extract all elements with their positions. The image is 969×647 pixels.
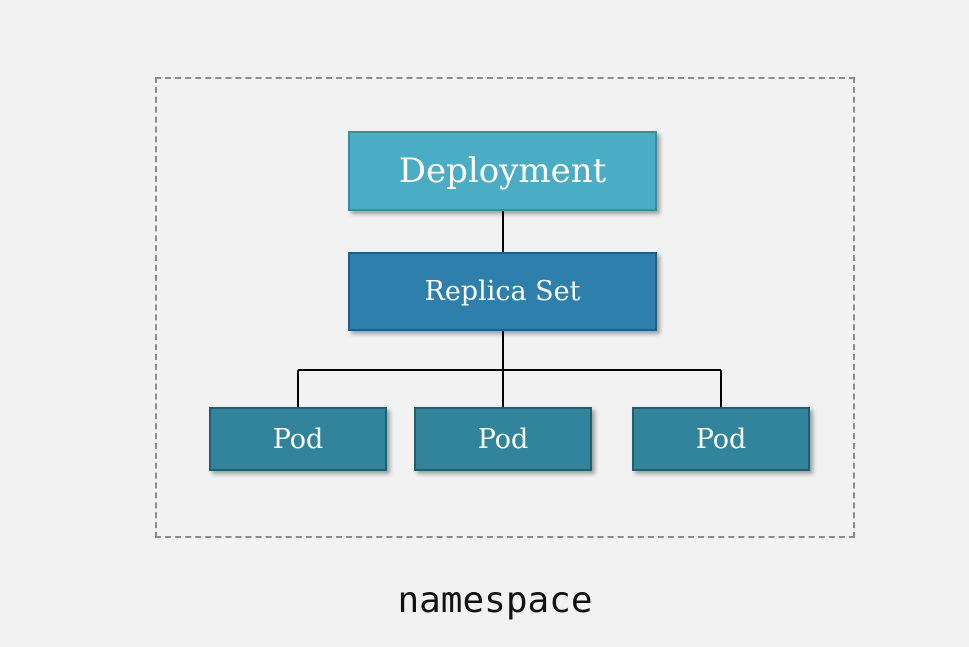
replica-set-node: Replica Set — [348, 252, 657, 331]
replica-set-label: Replica Set — [424, 276, 581, 307]
pod-label: Pod — [477, 423, 529, 455]
pod-label: Pod — [272, 423, 324, 455]
deployment-node: Deployment — [348, 131, 657, 211]
pod-node-1: Pod — [209, 407, 387, 471]
pod-label: Pod — [695, 423, 747, 455]
pod-node-3: Pod — [632, 407, 810, 471]
namespace-boundary — [155, 77, 855, 538]
deployment-label: Deployment — [398, 151, 607, 191]
pod-node-2: Pod — [414, 407, 592, 471]
namespace-label: namespace — [397, 580, 593, 621]
